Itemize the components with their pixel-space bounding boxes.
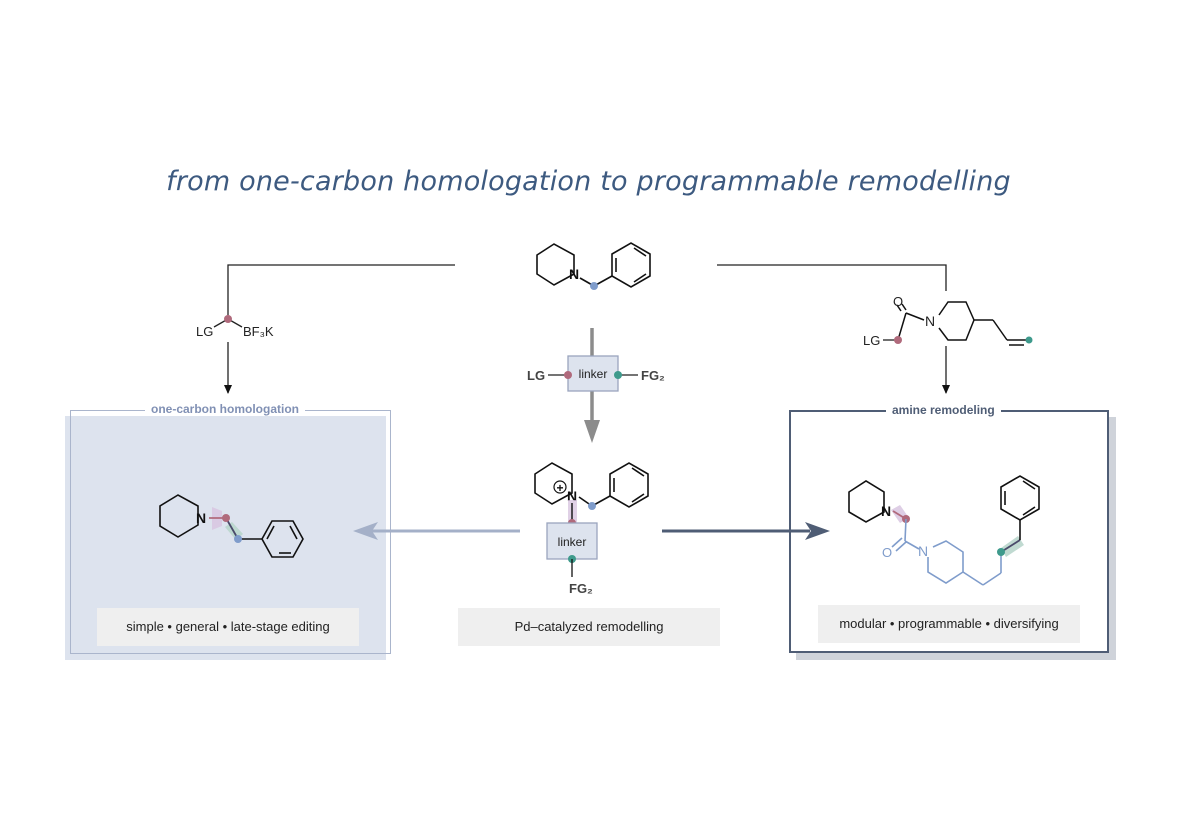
remodeled-product-blue bbox=[891, 518, 1002, 586]
charge-circle bbox=[553, 480, 567, 494]
left-product-blue-dot bbox=[234, 535, 242, 543]
right-product-atom-o: O bbox=[882, 545, 892, 560]
right-caption: modular • programmable • diversifying bbox=[818, 605, 1080, 643]
one-carbon-homologation-panel: one-carbon homologation bbox=[70, 402, 391, 654]
right-panel-heading: amine remodeling bbox=[886, 403, 1001, 417]
linker-box-bottom bbox=[546, 522, 598, 560]
left-reagent-lg: LG bbox=[196, 324, 213, 339]
center-teal-dot bbox=[614, 371, 622, 379]
arrow-to-homologation-head bbox=[353, 522, 378, 540]
right-reagent bbox=[896, 301, 1028, 346]
left-caption: simple • general • late-stage editing bbox=[97, 608, 359, 646]
center-fg2-bottom: FG₂ bbox=[569, 581, 593, 596]
homologation-product bbox=[159, 494, 304, 558]
right-product-atom-n1: N bbox=[881, 503, 891, 519]
right-connector-line bbox=[717, 264, 947, 291]
left-panel-heading: one-carbon homologation bbox=[145, 402, 305, 416]
center-fg2-top: FG₂ bbox=[641, 368, 665, 383]
start-blue-dot bbox=[590, 282, 598, 290]
charge-plus: + bbox=[556, 481, 563, 495]
remodeled-product-black bbox=[848, 475, 1040, 523]
left-connector-line bbox=[227, 264, 455, 318]
left-product-bond-c-c bbox=[225, 517, 239, 540]
right-reagent-lg: LG bbox=[863, 333, 880, 348]
intermediate-blue-dot bbox=[588, 502, 596, 510]
linker-bottom-label: linker bbox=[558, 535, 587, 549]
center-caption: Pd–catalyzed remodelling bbox=[458, 608, 720, 646]
center-arrow-head bbox=[584, 420, 600, 443]
right-reagent-o: O bbox=[893, 294, 903, 309]
ammonium-intermediate bbox=[534, 462, 649, 508]
left-reagent-pink-dot bbox=[224, 315, 232, 323]
intermediate-atom-n: N bbox=[567, 488, 577, 504]
arrow-to-remodeling-head bbox=[805, 522, 830, 540]
right-reagent-pink-dot bbox=[894, 336, 902, 344]
linker-top-label: linker bbox=[579, 367, 608, 381]
center-pink-dot bbox=[564, 371, 572, 379]
starting-material-benzylpiperidine bbox=[536, 242, 651, 288]
center-lg-label: LG bbox=[527, 368, 545, 383]
right-reagent-teal-dot bbox=[1025, 336, 1033, 344]
start-atom-n: N bbox=[569, 266, 579, 282]
diagram-title: from one-carbon homologation to programm… bbox=[166, 166, 1011, 197]
right-product-teal-dot bbox=[997, 548, 1005, 556]
left-reagent-bf3k: BF₃K bbox=[243, 324, 274, 339]
left-product-atom-n: N bbox=[196, 510, 206, 526]
left-product-pink-dot bbox=[222, 514, 230, 522]
right-reagent-n: N bbox=[925, 313, 935, 329]
right-product-atom-n2: N bbox=[918, 543, 928, 559]
